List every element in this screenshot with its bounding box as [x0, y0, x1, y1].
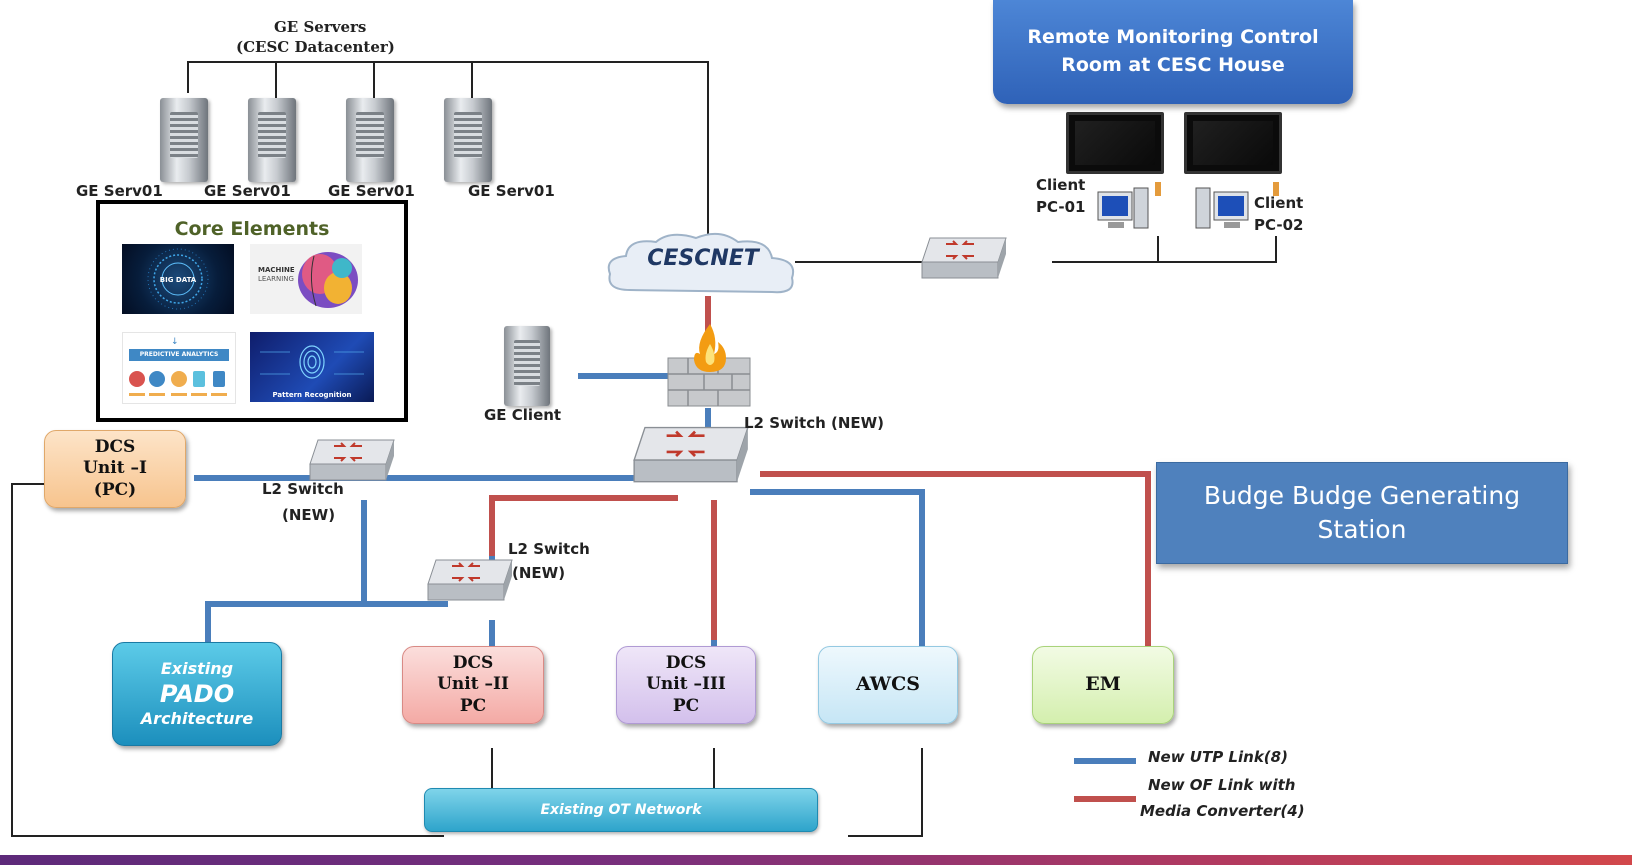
predictive-analytics-thumbnail: ↓ PREDICTIVE ANALYTICS	[122, 332, 236, 404]
legend-of-label-2: Media Converter(4)	[1140, 802, 1305, 820]
awcs-label: AWCS	[856, 673, 920, 696]
ge-client-label: GE Client	[484, 406, 562, 424]
legend-of-label-1: New OF Link with	[1148, 776, 1296, 794]
awcs-to-ot	[848, 748, 923, 837]
mid-l2-switch-icon	[427, 559, 513, 601]
server-bus-line	[187, 61, 709, 245]
em-box: EM	[1032, 646, 1174, 724]
dcs-unit-2: DCS Unit –II PC	[402, 646, 544, 724]
pado-line3: Architecture	[140, 709, 254, 728]
left-switch-label-1: L2 Switch	[262, 480, 344, 498]
dcs3-line3: PC	[672, 695, 700, 716]
of-links	[489, 296, 1151, 672]
machine-learning-label-2: LEARNING	[258, 275, 294, 283]
utp-switch-to-awcs	[750, 489, 925, 672]
legend-utp-swatch	[1074, 758, 1136, 764]
dcs1-to-ot	[11, 483, 444, 837]
client-pc2-label-2: PC-02	[1254, 216, 1304, 234]
dcs-unit-1: DCS Unit –I (PC)	[44, 430, 186, 508]
left-l2-switch-icon	[309, 439, 395, 481]
client-pc1-label-1: Client	[1036, 176, 1086, 194]
predictive-analytics-label: PREDICTIVE ANALYTICS	[139, 351, 219, 358]
computer-icon	[1097, 187, 1149, 229]
server-label: GE Serv01	[468, 182, 555, 200]
server-icon	[444, 98, 492, 182]
core-elements-panel: Core Elements BIG DATA MACHINE LEARNING …	[96, 200, 408, 422]
fingerprint-icon	[260, 345, 364, 379]
awcs-box: AWCS	[818, 646, 958, 724]
switch-to-pc1	[1052, 236, 1159, 263]
dcs3-line1: DCS	[665, 653, 707, 674]
cloud-icon	[607, 232, 794, 294]
client-pc2-label-1: Client	[1254, 194, 1304, 212]
of-switch-to-em	[760, 471, 1151, 672]
machine-learning-thumbnail: MACHINE LEARNING	[250, 244, 362, 314]
main-l2-switch-icon	[633, 426, 749, 483]
monitor-icon	[1184, 112, 1282, 174]
mid-switch-label-1: L2 Switch	[508, 540, 590, 558]
predictive-analytics-banner	[129, 349, 229, 361]
utp-stubs	[489, 334, 1151, 672]
server-label: GE Serv01	[76, 182, 163, 200]
pado-line2: PADO	[159, 680, 235, 708]
monitor-icon	[1066, 112, 1164, 174]
em-label: EM	[1085, 673, 1121, 696]
remote-room-title-2: Room at CESC House	[1061, 54, 1285, 76]
server-icon	[160, 98, 208, 182]
mid-switch-label-2: (NEW)	[512, 564, 566, 582]
brain-icon	[298, 252, 358, 308]
cescnet-label: CESCNET	[647, 246, 759, 271]
main-switch-label: L2 Switch (NEW)	[744, 414, 885, 432]
legend-of-swatch	[1074, 796, 1136, 802]
thin-links	[11, 61, 1279, 837]
big-data-label: BIG DATA	[159, 276, 197, 284]
server-label: GE Serv01	[328, 182, 415, 200]
dcs-unit-3: DCS Unit –III PC	[616, 646, 756, 724]
pado-architecture: Existing PADO Architecture	[112, 642, 282, 746]
dcs2-line3: PC	[459, 695, 487, 716]
pado-line1: Existing	[160, 659, 234, 678]
legend-utp-label: New UTP Link(8)	[1148, 748, 1288, 766]
remote-monitoring-room: Remote Monitoring Control Room at CESC H…	[993, 0, 1353, 104]
budge-budge-station-box: Budge Budge Generating Station	[1156, 462, 1568, 564]
machine-learning-label-1: MACHINE	[258, 266, 295, 274]
dcs3-line2: Unit –III	[646, 674, 726, 695]
big-data-thumbnail: BIG DATA	[122, 244, 234, 314]
station-line1: Budge Budge Generating	[1203, 481, 1521, 511]
station-line2: Station	[1317, 515, 1407, 544]
servers-group-subtitle: (CESC Datacenter)	[236, 38, 395, 56]
core-elements-title: Core Elements	[174, 218, 330, 240]
switch-to-pc2	[1052, 236, 1277, 263]
computer-icon	[1195, 187, 1249, 229]
client-switch-icon	[921, 237, 1007, 279]
left-switch-label-2: (NEW)	[282, 506, 336, 524]
ge-client-server-icon	[504, 326, 550, 406]
existing-ot-network: Existing OT Network	[424, 788, 818, 832]
dcs1-line1: DCS	[94, 437, 136, 458]
analytics-icons	[129, 371, 227, 396]
remote-room-title-1: Remote Monitoring Control	[1027, 26, 1319, 49]
dcs1-line2: Unit –I	[83, 458, 147, 479]
server-icon	[248, 98, 296, 182]
big-data-globe-icon	[147, 248, 209, 310]
servers-group-title: GE Servers	[274, 18, 367, 36]
client-pc1-label-2: PC-01	[1036, 198, 1086, 216]
arrow-down-icon: ↓	[171, 337, 179, 347]
dcs2-line1: DCS	[452, 653, 494, 674]
slide-footer-bar	[0, 855, 1632, 865]
dcs1-line3: (PC)	[93, 479, 137, 500]
server-label: GE Serv01	[204, 182, 291, 200]
pattern-recognition-label: Pattern Recognition	[272, 391, 352, 399]
pattern-recognition-thumbnail: Pattern Recognition	[250, 332, 374, 402]
firewall-icon	[667, 324, 751, 407]
dcs2-line2: Unit –II	[437, 674, 509, 695]
server-icon	[346, 98, 394, 182]
ot-network-label: Existing OT Network	[540, 802, 702, 818]
